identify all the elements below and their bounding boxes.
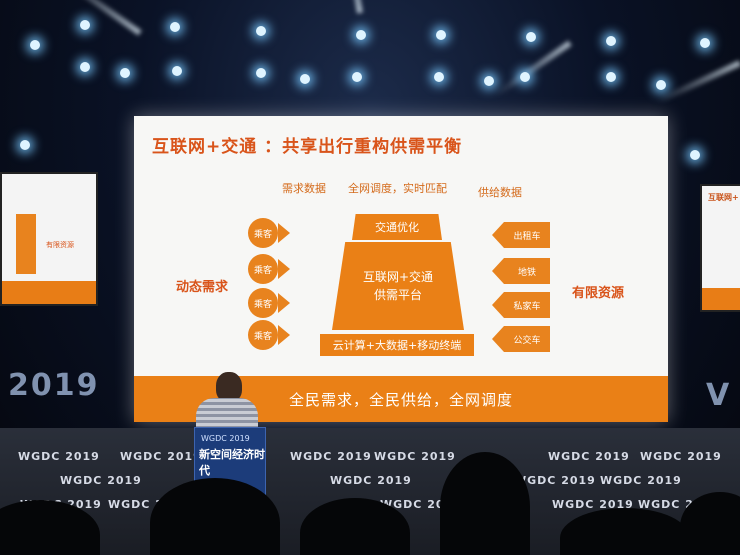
stage-light <box>690 150 700 160</box>
stage-light <box>434 72 444 82</box>
stage-light <box>300 74 310 84</box>
stage-light <box>256 26 266 36</box>
led-brand: WGDC 2019 <box>374 450 456 463</box>
light-beam <box>657 60 740 104</box>
side-screen-left: 有限资源 <box>0 172 98 306</box>
arrow-left-icon <box>492 292 504 318</box>
stage-light <box>80 62 90 72</box>
stage-light <box>606 72 616 82</box>
led-brand: WGDC 2019 <box>640 450 722 463</box>
label-limited-resources: 有限资源 <box>572 286 625 301</box>
pyramid-middle-label: 互联网+交通 供需平台 <box>362 270 434 302</box>
presentation-slide: 互联网+交通 ：共享出行重构供需平衡 需求数据 全网调度，实时匹配 供给数据 动… <box>134 116 668 422</box>
side-screen-right: 互联网+ <box>700 184 740 312</box>
pyramid-bottom: 云计算+大数据+移动终端 <box>320 334 474 356</box>
passenger-node: 乘客 <box>248 288 278 318</box>
arrow-right-icon <box>278 325 290 345</box>
side-screen-left-label: 有限资源 <box>46 241 74 249</box>
led-brand: WGDC 2019 <box>548 450 630 463</box>
stage-light <box>256 68 266 78</box>
stage-light <box>700 38 710 48</box>
led-brand: WGDC 2019 <box>600 474 682 487</box>
stage-light <box>120 68 130 78</box>
arrow-left-icon <box>492 258 504 284</box>
audience-silhouette <box>440 452 530 555</box>
header-supply-data: 供给数据 <box>478 186 522 199</box>
arrow-left-icon <box>492 326 504 352</box>
light-beam <box>344 0 363 14</box>
stage-light <box>352 72 362 82</box>
stage-light <box>172 66 182 76</box>
led-brand: WGDC 2019 <box>330 474 412 487</box>
header-demand-data: 需求数据 <box>282 182 326 195</box>
side-screen-left-bar <box>2 280 96 304</box>
arrow-right-icon <box>278 259 290 279</box>
stage-light <box>80 20 90 30</box>
arrow-right-icon <box>278 223 290 243</box>
audience-silhouette <box>150 478 280 555</box>
stage-light <box>30 40 40 50</box>
led-brand: WGDC 2019 <box>514 474 596 487</box>
arrow-right-icon <box>278 293 290 313</box>
audience-silhouette <box>560 508 690 555</box>
stage-light <box>656 80 666 90</box>
stage-light <box>356 30 366 40</box>
supply-bus: 公交车 <box>504 326 550 352</box>
stage-light <box>436 30 446 40</box>
label-dynamic-demand: 动态需求 <box>176 280 229 295</box>
audience-silhouette <box>300 498 410 555</box>
side-screen-right-label: 互联网+ <box>708 193 739 202</box>
supply-subway: 地铁 <box>504 258 550 284</box>
pyramid-top: 交通优化 <box>352 214 442 240</box>
podium-slogan: 新空间经济时代 <box>199 448 265 477</box>
led-brand: WGDC 2019 <box>290 450 372 463</box>
supply-private-car: 私家车 <box>504 292 550 318</box>
led-big-logo-right: V <box>706 378 732 413</box>
side-screen-right-bar <box>702 287 740 310</box>
pyramid-bottom-label: 云计算+大数据+移动终端 <box>332 339 462 352</box>
passenger-node: 乘客 <box>248 320 278 350</box>
supply-taxi: 出租车 <box>504 222 550 248</box>
arrow-left-icon <box>492 222 504 248</box>
light-beam <box>56 0 142 36</box>
podium-brand: WGDC 2019 <box>201 434 250 443</box>
stage-light <box>526 32 536 42</box>
stage-light <box>170 22 180 32</box>
led-brand: WGDC 2019 <box>120 450 202 463</box>
light-beam <box>494 40 572 98</box>
stage-light <box>520 72 530 82</box>
led-brand: WGDC 2019 <box>552 498 634 511</box>
stage-light <box>484 76 494 86</box>
passenger-node: 乘客 <box>248 254 278 284</box>
pyramid-middle: 互联网+交通 供需平台 <box>332 242 464 330</box>
slide-title: 互联网+交通 ：共享出行重构供需平衡 <box>152 137 463 157</box>
pyramid-top-label: 交通优化 <box>375 221 419 234</box>
stage-light <box>606 36 616 46</box>
speaker-head <box>216 372 242 402</box>
led-brand: WGDC 2019 <box>60 474 142 487</box>
stage-light <box>20 140 30 150</box>
led-brand: WGDC 2019 <box>18 450 100 463</box>
audience-silhouette <box>680 492 740 555</box>
passenger-node: 乘客 <box>248 218 278 248</box>
led-big-logo: 2019 <box>8 368 100 403</box>
header-network-dispatch: 全网调度，实时匹配 <box>348 182 447 195</box>
